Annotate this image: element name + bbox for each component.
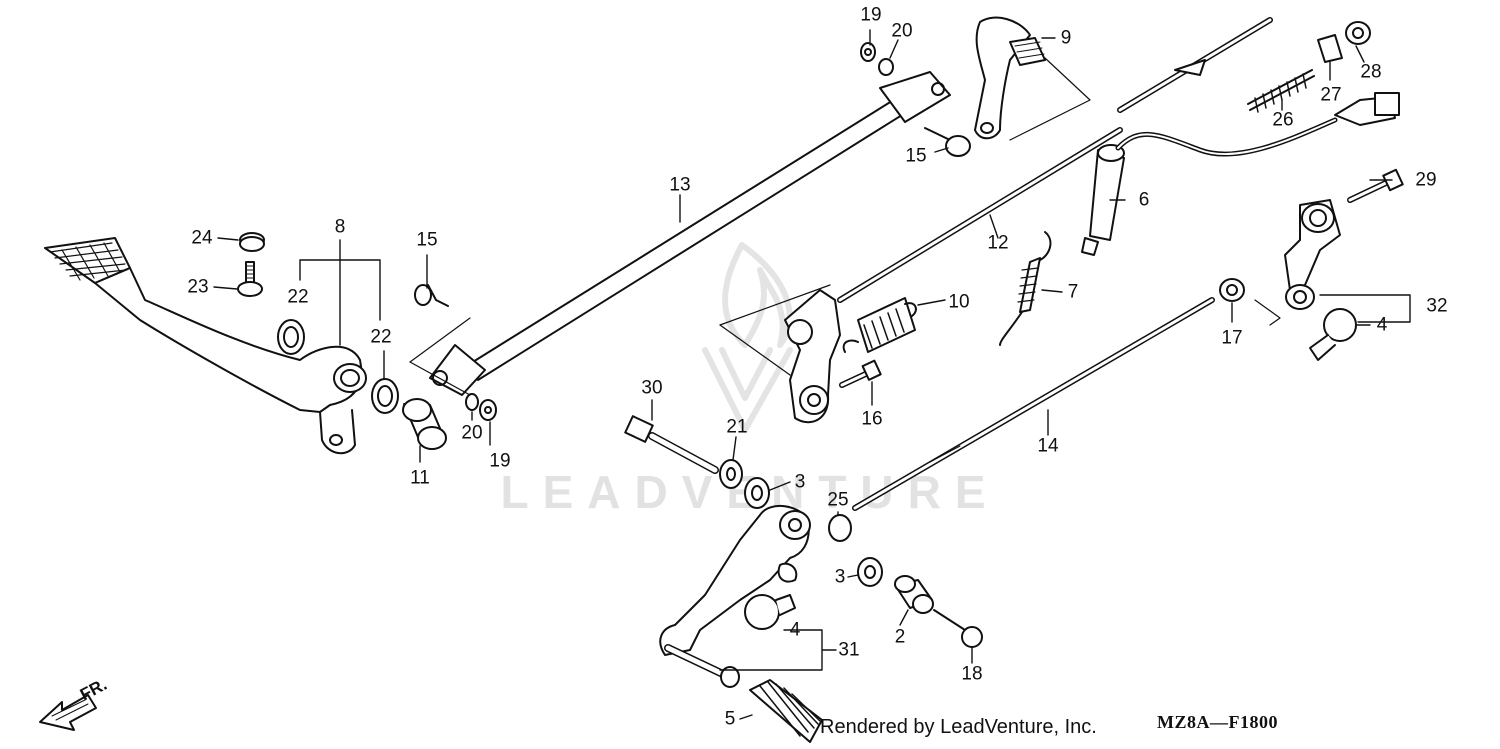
part-callout[interactable]: 20: [891, 20, 913, 42]
ball-joint-part[interactable]: [1309, 308, 1357, 361]
part-callout[interactable]: 13: [669, 174, 691, 196]
front-direction-arrow-icon: [39, 694, 97, 731]
tie-rod-part[interactable]: [852, 297, 1215, 511]
part-callout[interactable]: 4: [789, 619, 801, 641]
gearshift-arm-part[interactable]: [1284, 199, 1341, 310]
part-callout[interactable]: 14: [1037, 435, 1059, 457]
render-credit: Rendered by LeadVenture, Inc.: [820, 716, 1097, 738]
diagram-code: MZ8A—F1800: [1157, 712, 1278, 732]
adjusting-nut-part[interactable]: [1345, 21, 1371, 45]
brake-rod-part[interactable]: [429, 71, 951, 396]
brake-arm-part[interactable]: [974, 16, 1046, 140]
dust-seal-part[interactable]: [857, 557, 883, 587]
part-callout[interactable]: 30: [641, 377, 663, 399]
washer-part[interactable]: [878, 58, 894, 76]
adjusting-spring-part[interactable]: [1247, 69, 1315, 113]
return-spring-part[interactable]: [842, 297, 917, 353]
part-callout[interactable]: 18: [961, 663, 983, 685]
collar-part[interactable]: [277, 319, 305, 355]
brake-pedal-part[interactable]: [44, 237, 367, 455]
pedal-rubber-part[interactable]: [749, 679, 823, 743]
callout-leader-lines: [213, 29, 1411, 720]
part-callout[interactable]: 26: [1272, 109, 1294, 131]
part-callout[interactable]: 3: [794, 471, 806, 493]
part-callout[interactable]: 20: [461, 422, 483, 444]
brake-light-switch-part[interactable]: [1081, 92, 1400, 256]
part-callout[interactable]: 23: [187, 276, 209, 298]
pivot-bolt-part[interactable]: [624, 415, 719, 474]
bolt-part[interactable]: [237, 261, 263, 297]
switch-spring-part[interactable]: [999, 231, 1052, 346]
brake-cable-part[interactable]: [837, 17, 1273, 303]
nut-part[interactable]: [1219, 278, 1245, 302]
switch-arm-part[interactable]: [784, 289, 841, 424]
part-callout[interactable]: 22: [287, 286, 309, 308]
part-callout[interactable]: 28: [1360, 61, 1382, 83]
cotter-pin-part[interactable]: [479, 399, 497, 421]
part-callout[interactable]: 19: [489, 450, 511, 472]
nut-part[interactable]: [239, 232, 265, 252]
assembly-reference-lines: [409, 57, 1281, 396]
washer-part[interactable]: [719, 459, 743, 489]
part-callout[interactable]: 22: [370, 326, 392, 348]
part-callout[interactable]: 7: [1067, 281, 1079, 303]
gearshift-pedal-part[interactable]: [659, 504, 811, 688]
part-callout[interactable]: 27: [1320, 84, 1342, 106]
part-callout[interactable]: 3: [834, 566, 846, 588]
dust-seal-part[interactable]: [744, 477, 770, 509]
spring-cap-part[interactable]: [1317, 34, 1343, 63]
watermark-text: LEADVENTURE: [500, 465, 999, 519]
bolt-part[interactable]: [933, 609, 983, 648]
part-callout[interactable]: 8: [334, 216, 346, 238]
part-callout[interactable]: 17: [1221, 327, 1243, 349]
part-callout[interactable]: 11: [410, 467, 430, 489]
part-callout[interactable]: 16: [861, 408, 883, 430]
ball-joint-part[interactable]: [744, 594, 796, 630]
pin-part[interactable]: [414, 284, 449, 307]
nut-part[interactable]: [828, 514, 852, 542]
part-callout[interactable]: 19: [860, 4, 882, 26]
part-callout[interactable]: 29: [1415, 169, 1437, 191]
pivot-bushing-part[interactable]: [402, 398, 447, 450]
part-callout[interactable]: 2: [894, 626, 906, 648]
part-callout[interactable]: 15: [416, 229, 438, 251]
part-callout[interactable]: 10: [948, 291, 970, 313]
collar-part[interactable]: [371, 378, 399, 414]
part-callout[interactable]: 12: [987, 232, 1009, 254]
washer-part[interactable]: [465, 393, 479, 411]
part-callout[interactable]: 31: [838, 639, 860, 661]
part-callout[interactable]: 5: [724, 708, 736, 730]
part-callout[interactable]: 9: [1060, 27, 1072, 49]
part-callout[interactable]: 25: [827, 489, 849, 511]
part-callout[interactable]: 15: [905, 145, 927, 167]
part-callout[interactable]: 4: [1376, 314, 1388, 336]
cotter-pin-part[interactable]: [860, 42, 876, 62]
watermark-logo-icon: [702, 242, 793, 433]
bolt-part[interactable]: [1347, 168, 1404, 203]
part-callout[interactable]: 24: [191, 227, 213, 249]
part-callout[interactable]: 21: [726, 416, 748, 438]
pin-part[interactable]: [924, 127, 971, 157]
collar-part[interactable]: [894, 575, 934, 614]
part-callout[interactable]: 6: [1138, 189, 1150, 211]
part-callout[interactable]: 32: [1426, 295, 1448, 317]
bolt-part[interactable]: [839, 359, 882, 388]
